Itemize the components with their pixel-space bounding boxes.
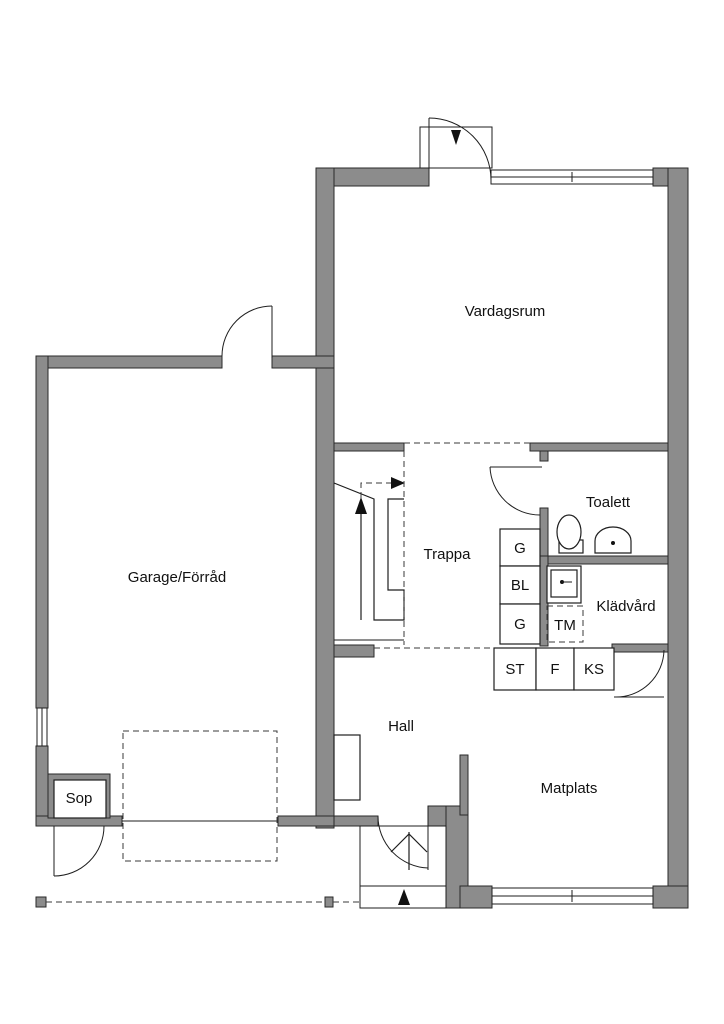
wall-garage-left-lower xyxy=(35,745,49,827)
parking-area xyxy=(122,730,278,862)
wall-hall-dining xyxy=(459,754,469,816)
wall-right xyxy=(667,167,689,909)
kitchen-row xyxy=(493,647,615,691)
door-toilet xyxy=(489,466,542,516)
window-living-top xyxy=(490,169,654,185)
dryer-tm xyxy=(546,605,584,643)
room-label-trappa: Trappa xyxy=(424,546,472,563)
toilet-fixture xyxy=(556,514,584,554)
sop-box xyxy=(47,773,111,819)
fixture-label-g-top: G xyxy=(514,540,526,557)
door-sop xyxy=(53,825,105,877)
sink-fixture xyxy=(594,526,632,554)
wall-living-left xyxy=(315,167,335,829)
wall-stair-bottom xyxy=(333,644,375,658)
wall-garage-left-upper xyxy=(35,355,49,709)
wall-garage-top-right xyxy=(271,355,335,369)
wall-garage-top-left xyxy=(35,355,223,369)
laundry-sink xyxy=(546,565,582,604)
window-garage-side xyxy=(36,707,48,747)
room-label-sop: Sop xyxy=(66,790,93,807)
hall-shelf xyxy=(333,734,361,801)
door-kladvard xyxy=(613,649,665,698)
fixture-label-bl: BL xyxy=(511,577,529,594)
room-label-vardagsrum: Vardagsrum xyxy=(465,303,546,320)
wall-living-stair-left xyxy=(333,442,405,452)
room-label-matplats: Matplats xyxy=(541,780,598,797)
door-living-top xyxy=(419,117,493,181)
room-label-garage: Garage/Förråd xyxy=(128,569,226,586)
wardrobe-column xyxy=(499,528,541,645)
wall-dining-bottom-right xyxy=(652,885,689,909)
wall-toilet-top xyxy=(539,450,549,462)
room-label-toalett: Toalett xyxy=(586,494,631,511)
staircase xyxy=(333,451,405,645)
window-dining-bottom xyxy=(491,887,654,905)
wall-toilet-bottom xyxy=(539,555,669,565)
door-entrance xyxy=(359,806,447,909)
wall-dining-bottom-left xyxy=(459,885,493,909)
room-label-kladvard: Klädvård xyxy=(596,598,655,615)
room-label-hall: Hall xyxy=(388,718,414,735)
fixture-label-g-bottom: G xyxy=(514,616,526,633)
fixture-label-f: F xyxy=(550,661,559,678)
wall-toilet-left xyxy=(539,507,549,561)
fixture-label-st: ST xyxy=(505,661,524,678)
fixture-label-ks: KS xyxy=(584,661,604,678)
wall-living-stair-right xyxy=(529,442,669,452)
fixture-label-tm: TM xyxy=(554,617,576,634)
wall-hall-bottom-left xyxy=(333,815,379,827)
door-garage-top xyxy=(221,305,273,358)
property-line xyxy=(35,896,360,908)
wall-kladvard-bottom xyxy=(611,643,669,653)
